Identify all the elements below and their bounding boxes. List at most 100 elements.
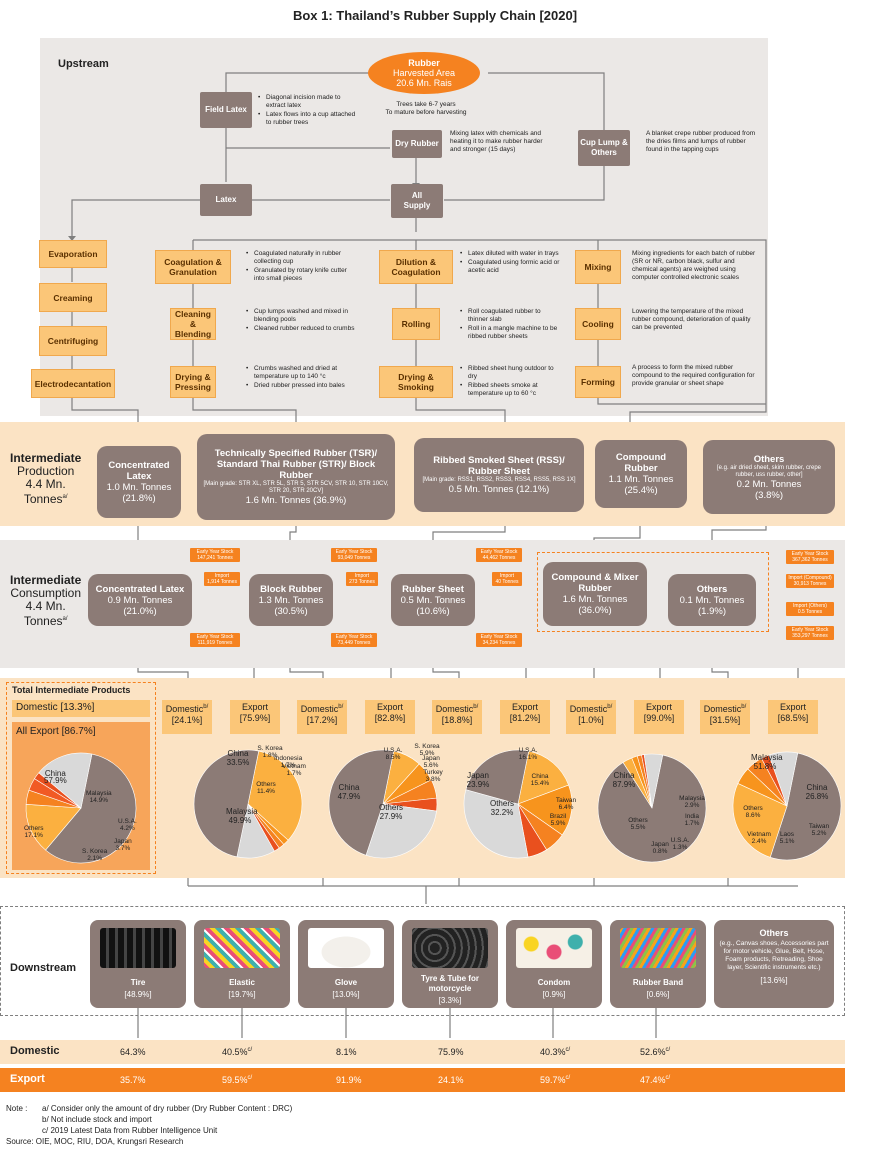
cons-others: Others 0.1 Mn. Tonnes (1.9%) (668, 574, 756, 626)
prod-value-pct: 1.6 Mn. Tonnes (36.9%) (246, 495, 347, 506)
prod-sub: [e.g. air dried sheet, skim rubber, crep… (716, 464, 822, 478)
cons-name: Concentrated Latex (95, 583, 185, 595)
pie-label: U.S.A.4.2% (118, 818, 137, 832)
domestic-sup: b/ (473, 704, 479, 710)
pie-label-value: 3.7% (115, 845, 131, 852)
evaporation-step: Evaporation (39, 240, 107, 268)
pie-slice-malaysia (769, 752, 842, 861)
prod-tsr: Technically Specified Rubber (TSR)/ Stan… (197, 434, 395, 520)
page-title: Box 1: Thailand’s Rubber Supply Chain [2… (292, 8, 578, 23)
export-value: 24.1% (438, 1075, 464, 1085)
stock-tag-value: 44,462 Tonnes (482, 555, 516, 561)
pie-label-value: 17.1% (24, 832, 43, 839)
cons-name: Compound & Mixer Rubber (551, 572, 639, 594)
pie-label-value: 1.3% (672, 844, 688, 851)
pie-label-value: 8.5% (385, 754, 401, 761)
stock-tag-value: 147,241 Tonnes (197, 555, 233, 561)
pie-slice-china (45, 753, 137, 864)
trade-domestic-tag: Domesticb/[24.1%] (162, 700, 212, 734)
consumption-label: Intermediate Consumption 4.4 Mn. Tonnesa… (10, 574, 81, 628)
pie-slice-china (328, 749, 395, 856)
prod-value-pct: 0.5 Mn. Tonnes (12.1%) (449, 484, 550, 495)
stock-tag-value: 73,449 Tonnes (337, 640, 371, 646)
domestic-sup: b/ (203, 704, 209, 710)
pie-label-value: 23.9% (466, 780, 490, 789)
forming-step: Forming (575, 366, 621, 398)
pie-label-name: Japan (467, 771, 489, 780)
production-label-2: Production (16, 464, 75, 478)
pie-slice-china (732, 783, 788, 858)
cons-value: 1.3 Mn. Tonnes (258, 594, 324, 606)
cons-value: 0.5 Mn. Tonnes (400, 594, 466, 606)
export-label: Export (645, 702, 672, 712)
pie-label-value: 51.8% (753, 762, 777, 771)
rss-desc-2: Coagulated using formic acid or acetic a… (460, 259, 562, 275)
pie-label-value: 14.9% (89, 797, 109, 804)
domestic-label: Domestic (435, 704, 474, 714)
harvested-area-subtitle: Harvested Area (392, 68, 456, 78)
rolling-step: Rolling (392, 308, 440, 340)
export-value-sup: c/ (665, 1075, 671, 1081)
tsr-desc-5: Crumbs washed and dried at temperature u… (246, 365, 358, 381)
pie-label-name: Others (489, 799, 514, 808)
stock-tag-value: 30,913 Tonnes (793, 581, 827, 587)
centrifuging-step: Centrifuging (39, 326, 107, 356)
pie-label-name: Laos (779, 831, 795, 838)
creaming-step: Creaming (39, 283, 107, 312)
pie-slice-others (768, 751, 799, 808)
pie-label-value: 5.9% (550, 820, 566, 827)
stock-tag-label: Early Year Stock (791, 551, 829, 557)
pie-label-value: 2.9% (684, 802, 700, 809)
condom-image (516, 928, 592, 968)
export-row: Export (0, 1068, 845, 1092)
pie-label-name: Malaysia (86, 790, 112, 797)
prod-sub: [Main grade: RSS1, RSS2, RSS3, RSS4, RSS… (422, 477, 576, 483)
cons-value: 0.9 Mn. Tonnes (107, 594, 173, 606)
consumption-label-3: 4.4 Mn. (25, 599, 66, 613)
domestic-row: Domestic (0, 1040, 845, 1064)
cleaning-blending-step: Cleaning & Blending (170, 308, 216, 340)
pie-label-name: U.S.A. (670, 837, 690, 844)
pie-label-value: 8.6% (745, 812, 761, 819)
cons-block-rubber: Block Rubber 1.3 Mn. Tonnes (30.5%) (249, 574, 333, 626)
trade-export-tag: Export[68.5%] (768, 700, 818, 734)
prod-pct: (12.1%) (516, 484, 550, 495)
upstream-label: Upstream (58, 58, 109, 70)
pie-label-name: Others (24, 825, 44, 832)
domestic-value: 75.9% (438, 1047, 464, 1057)
latex-box: Latex (200, 184, 252, 216)
pie-label-name: Taiwan (555, 797, 577, 804)
note-line-1: a/ Consider only the amount of dry rubbe… (42, 1104, 293, 1113)
tyre-tube-image (412, 928, 488, 968)
total-export-pie (25, 752, 137, 864)
stock-tag-value: 93,049 Tonnes (337, 555, 371, 561)
pie-label-value: 1.8% (262, 752, 278, 759)
import-tag: Import (Others)0.5 Tonnes (786, 602, 834, 616)
stock-tag-label: Early Year Stock (791, 627, 829, 633)
field-latex-box: Field Latex (200, 92, 252, 128)
prod-value: 1.1 Mn. Tonnes (608, 474, 674, 485)
trade-domestic-tag: Domesticb/[31.5%] (700, 700, 750, 734)
stock-tag-label: Early Year Stock (480, 634, 518, 640)
glove-image (308, 928, 384, 968)
downstream-others-pct: [13.6%] (760, 976, 788, 985)
pie-slice-malaysia (25, 804, 82, 851)
trees-note: Trees take 6-7 years To mature before ha… (372, 101, 480, 117)
note-source: Source: OIE, MOC, RIU, DOA, Krungsri Res… (6, 1137, 184, 1146)
export-pct: [82.8%] (374, 713, 406, 723)
rss-desc-4: Roll in a mangle machine to be ribbed ru… (460, 325, 562, 341)
stock-tag-value: 367,362 Tonnes (792, 557, 828, 563)
downstream-item-pct: [0.9%] (542, 990, 566, 999)
production-label-1: Intermediate (10, 451, 82, 465)
downstream-item-pct: [3.3%] (438, 996, 462, 1005)
downstream-elastic: Elastic [19.7%] (194, 920, 290, 1008)
domestic-sup: b/ (607, 704, 613, 710)
